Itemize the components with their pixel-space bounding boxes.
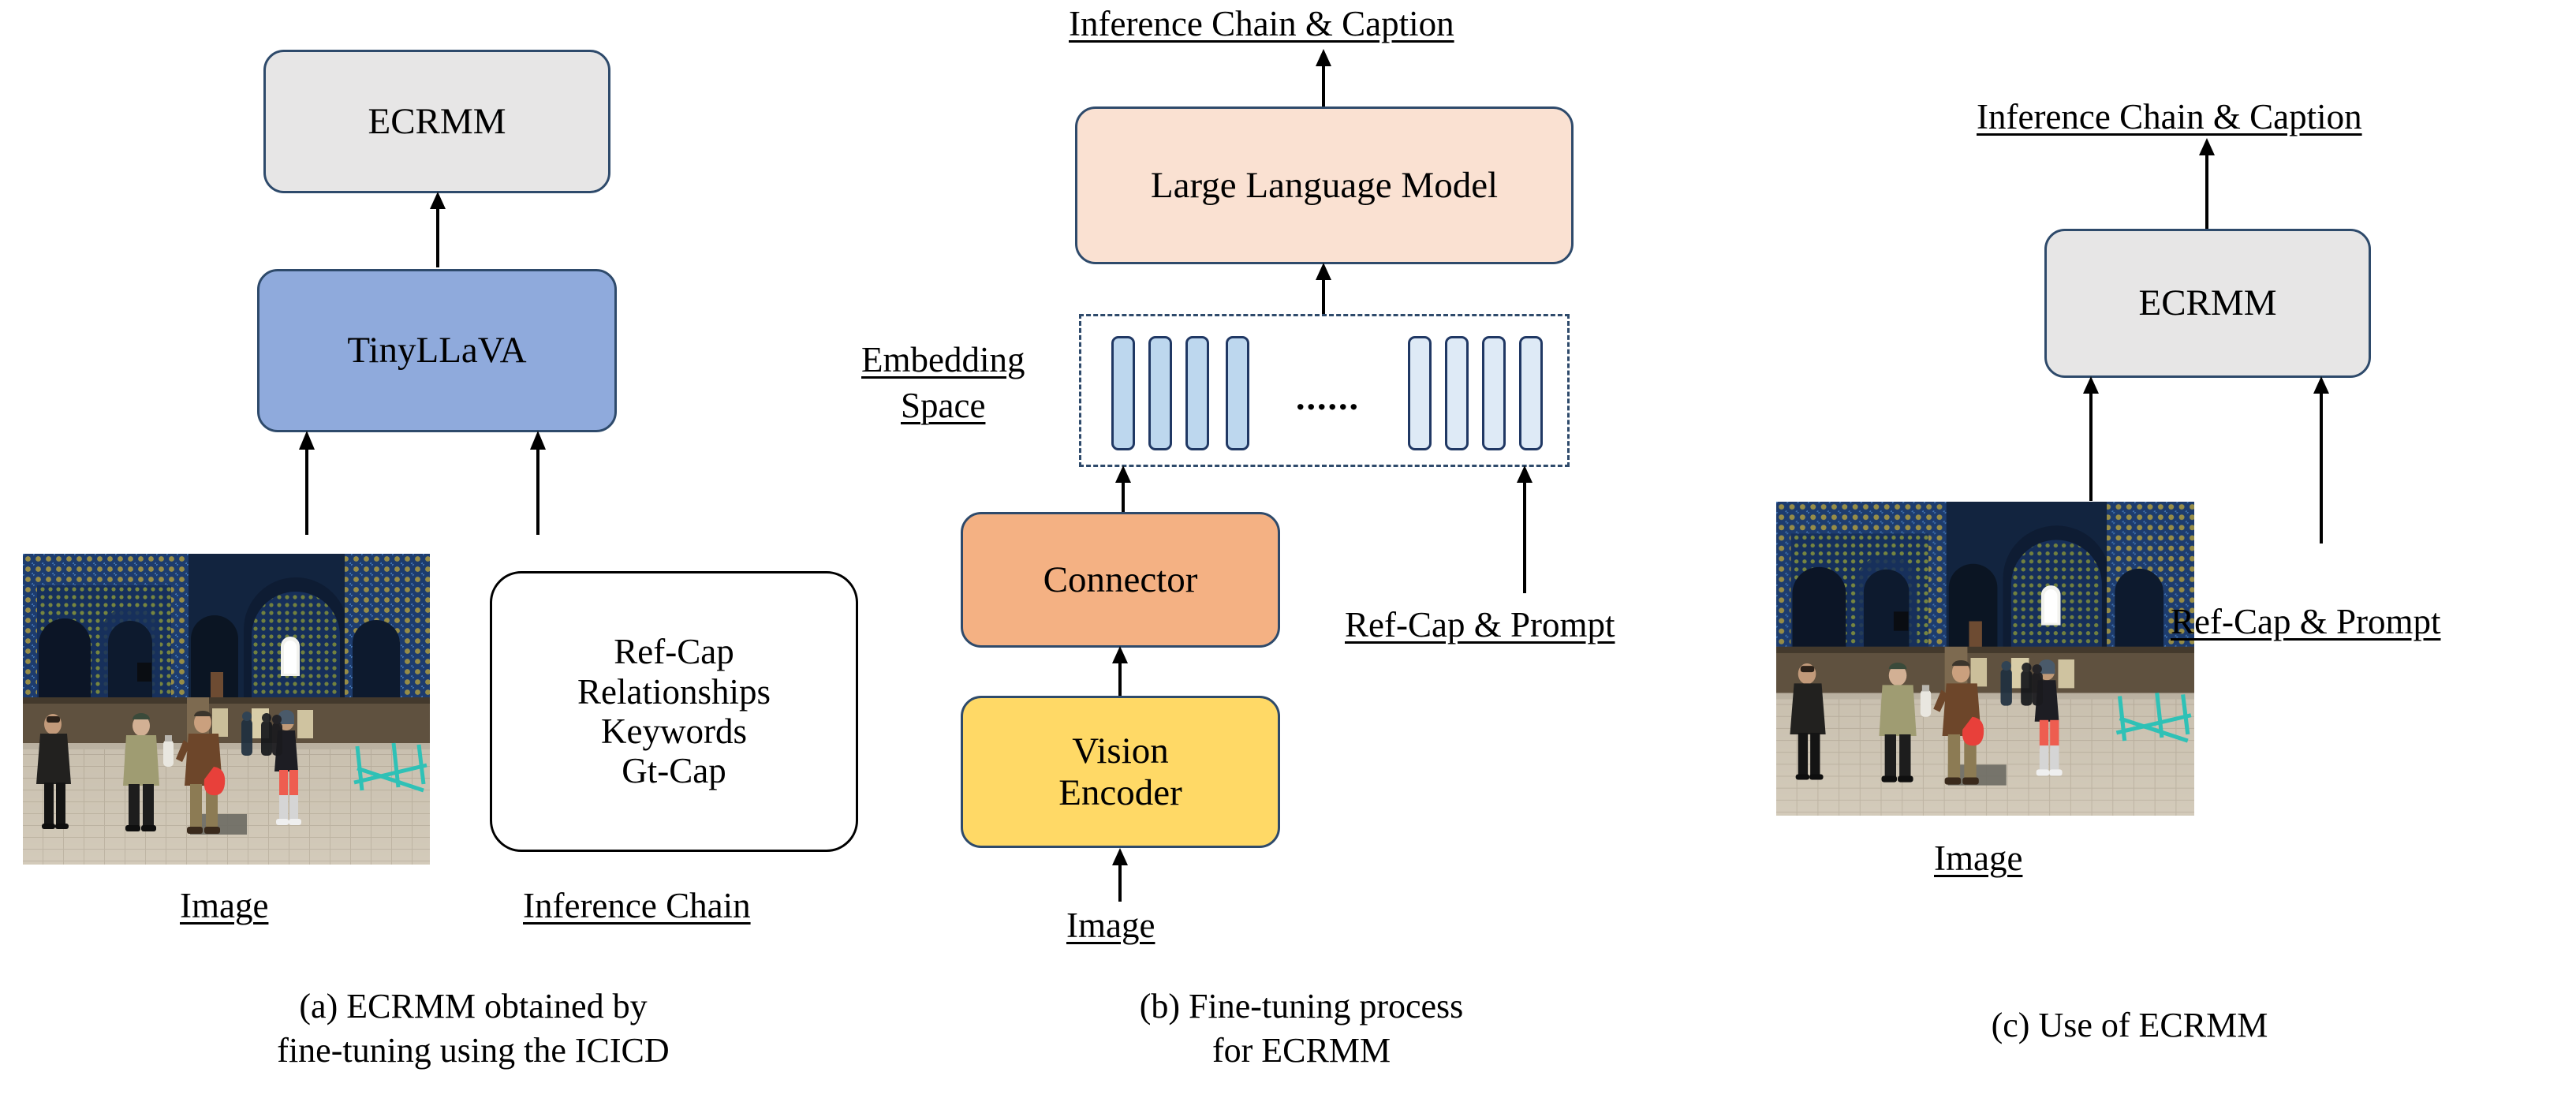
inference-chain-item-relationships: Relationships — [577, 671, 771, 712]
embedding-ellipsis: ...... — [1296, 377, 1360, 417]
arrow-image-to-tinyllava — [299, 431, 315, 535]
panel-a-caption: (a) ECRMM obtained by fine-tuning using … — [150, 984, 797, 1074]
panel-b-output-label: Inference Chain & Caption — [1069, 4, 1454, 43]
inference-chain-item-gt-cap: Gt-Cap — [622, 751, 726, 791]
panel-a-tinyllava-label: TinyLLaVA — [347, 330, 527, 372]
arrow-tinyllava-to-ecrmm — [430, 192, 446, 267]
panel-b-embedding-label-line2: Space — [901, 385, 986, 425]
panel-a-photo — [23, 554, 430, 865]
panel-a-caption-line1: (a) ECRMM obtained by — [299, 987, 648, 1025]
arrow-panel-c-image-to-ecrmm — [2083, 376, 2099, 501]
panel-b-caption: (b) Fine-tuning process for ECRMM — [1017, 984, 1585, 1074]
panel-a-ecrmm-label: ECRMM — [368, 100, 506, 142]
panel-a-ecrmm-box[interactable]: ECRMM — [263, 50, 610, 193]
panel-b-llm-label: Large Language Model — [1150, 164, 1499, 206]
panel-c-refcap-prompt-label: Ref-Cap & Prompt — [2171, 602, 2441, 641]
panel-a-image-label: Image — [180, 886, 269, 925]
embedding-bar-right-4 — [1519, 336, 1543, 450]
arrow-panel-c-refcap-prompt-to-ecrmm — [2313, 376, 2329, 544]
panel-b-connector-box[interactable]: Connector — [961, 512, 1280, 648]
panel-c-caption: (c) Use of ECRMM — [1991, 1006, 2268, 1044]
embedding-bar-left-3 — [1185, 336, 1209, 450]
panel-a-tinyllava-box[interactable]: TinyLLaVA — [257, 269, 617, 432]
arrow-panel-c-ecrmm-to-output — [2199, 138, 2215, 231]
mosque-interior-illustration — [23, 554, 430, 865]
panel-c-output-label: Inference Chain & Caption — [1977, 97, 2362, 136]
arrow-image-to-vision-encoder — [1112, 848, 1128, 902]
panel-c-ecrmm-box[interactable]: ECRMM — [2044, 229, 2371, 378]
mosque-interior-illustration — [1776, 502, 2194, 816]
embedding-bar-left-1 — [1111, 336, 1135, 450]
arrow-refcap-prompt-to-embedding — [1517, 465, 1533, 593]
panel-b-vision-encoder-label-line2: Encoder — [1058, 771, 1182, 813]
panel-a-inference-chain-label: Inference Chain — [523, 886, 751, 925]
panel-b-caption-line2: for ECRMM — [1211, 1031, 1391, 1070]
embedding-bar-right-3 — [1482, 336, 1506, 450]
panel-b-connector-label: Connector — [1043, 558, 1198, 600]
panel-c-ecrmm-label: ECRMM — [2138, 282, 2277, 324]
embedding-bar-left-4 — [1226, 336, 1249, 450]
panel-a-caption-line2: fine-tuning using the ICICD — [277, 1031, 670, 1070]
arrow-inference-chain-to-tinyllava — [530, 431, 546, 535]
embedding-bar-right-2 — [1445, 336, 1469, 450]
arrow-vision-encoder-to-connector — [1112, 646, 1128, 700]
panel-c-photo — [1776, 502, 2194, 816]
panel-b-embedding-space-label: Embedding Space — [861, 338, 1025, 428]
panel-b-vision-encoder-label-line1: Vision — [1072, 730, 1169, 771]
inference-chain-item-keywords: Keywords — [601, 712, 747, 751]
panel-b-refcap-prompt-label: Ref-Cap & Prompt — [1345, 605, 1615, 644]
panel-b-llm-box[interactable]: Large Language Model — [1075, 106, 1574, 264]
panel-b-embedding-label-line1: Embedding — [861, 340, 1025, 379]
inference-chain-item-ref-cap: Ref-Cap — [614, 632, 734, 672]
embedding-bar-left-2 — [1148, 336, 1172, 450]
embedding-bar-right-1 — [1408, 336, 1432, 450]
panel-b-image-label: Image — [1066, 906, 1155, 945]
arrow-embedding-to-llm — [1316, 263, 1331, 318]
panel-a-inference-chain-box[interactable]: Ref-Cap Relationships Keywords Gt-Cap — [490, 571, 858, 852]
panel-b-vision-encoder-box[interactable]: Vision Encoder — [961, 696, 1280, 848]
panel-b-caption-line1: (b) Fine-tuning process — [1139, 987, 1464, 1025]
arrow-llm-to-output — [1316, 49, 1331, 109]
panel-b-embedding-space-box: ...... — [1079, 314, 1570, 467]
panel-c-image-label: Image — [1934, 839, 2023, 878]
